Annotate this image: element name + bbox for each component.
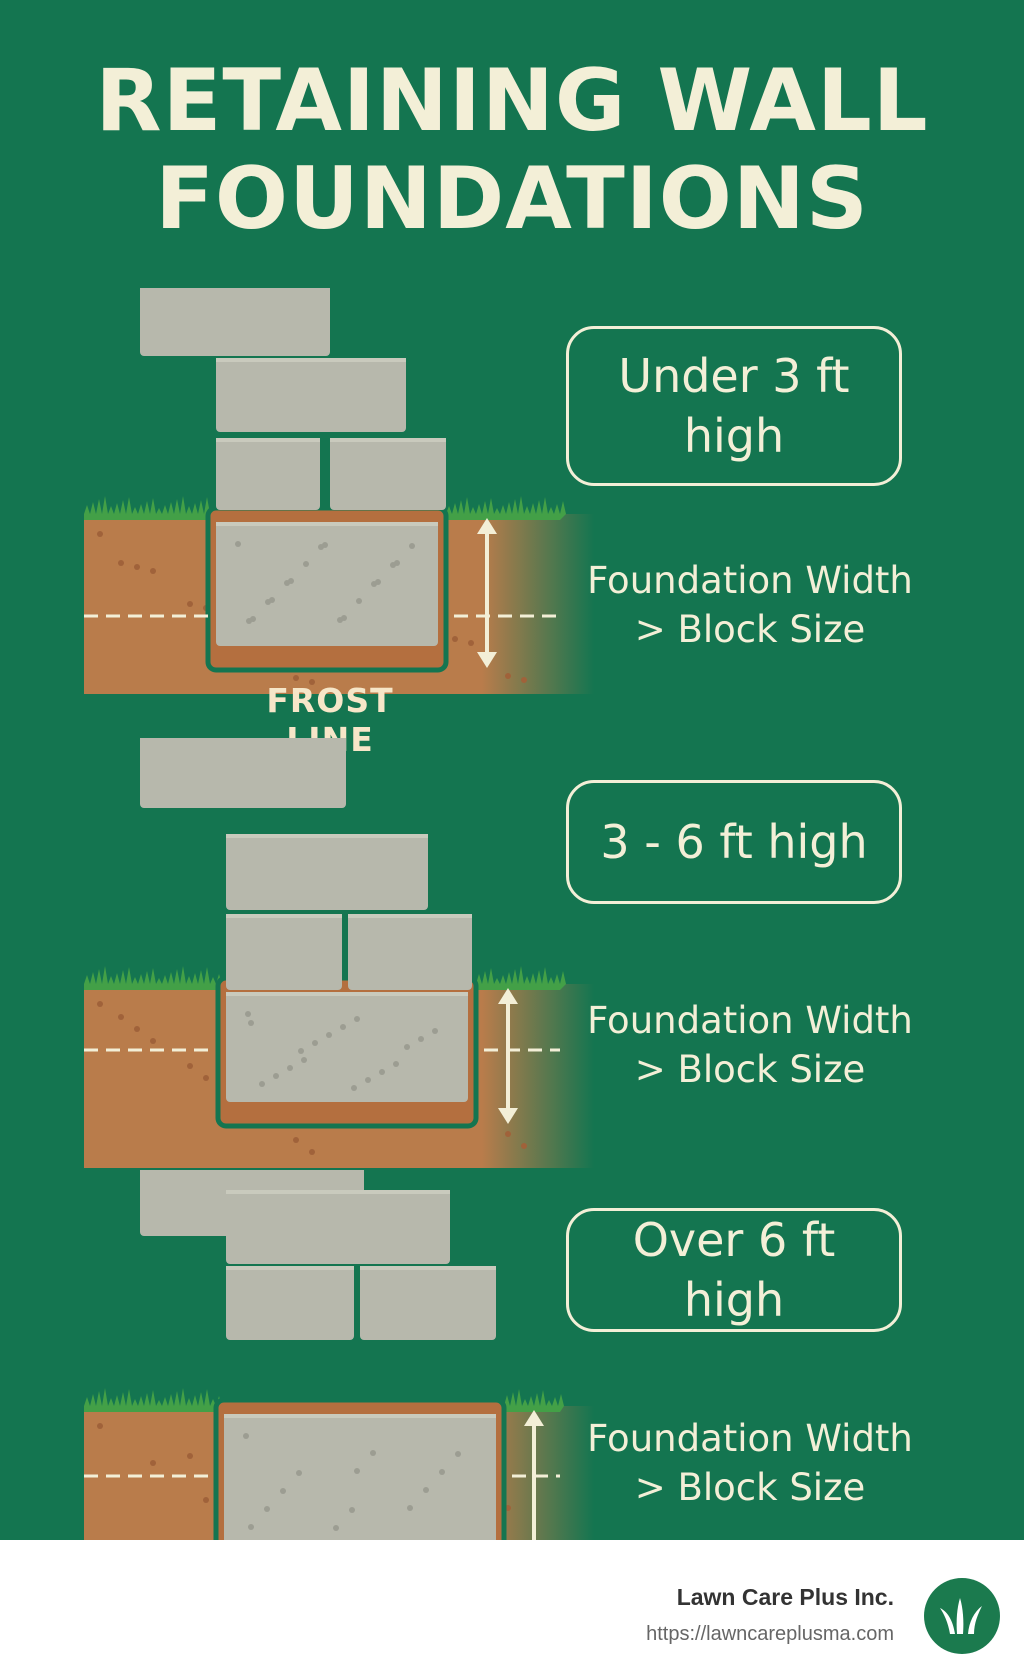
section-over-6ft: Over 6 ft high Foundation Width > Block …: [0, 1170, 1024, 1540]
foundation-width-note-line-2: > Block Size: [634, 608, 866, 651]
wall-cross-section-diagram: [84, 738, 594, 1168]
height-arrow-icon: [477, 518, 497, 668]
wall-block: [226, 1190, 450, 1264]
foundation-block: [226, 992, 468, 1102]
wall-cross-section-diagram: [84, 1170, 594, 1540]
grass-strip: [476, 966, 566, 990]
wall-block: [330, 438, 446, 510]
section-under-3ft: Under 3 ft high Foundation Width > Block…: [0, 288, 1024, 759]
height-arrow-icon: [498, 988, 518, 1124]
wall-cross-section-diagram: [84, 288, 594, 694]
wall-block: [226, 1266, 354, 1340]
title-line-1: RETAINING WALL: [95, 51, 929, 151]
foundation-width-note-line-1: Foundation Width: [587, 1417, 913, 1460]
company-name: Lawn Care Plus Inc.: [676, 1584, 894, 1610]
section-3-to-6ft: 3 - 6 ft high Foundation Width > Block S…: [0, 738, 1024, 1168]
infographic-panel: RETAINING WALL FOUNDATIONS Under 3 ft hi…: [0, 0, 1024, 1540]
wall-block: [140, 738, 346, 808]
company-url-link[interactable]: https://lawncareplusma.com: [646, 1623, 894, 1645]
foundation-width-note-line-1: Foundation Width: [587, 999, 913, 1042]
wall-block: [216, 358, 406, 432]
wall-block: [226, 834, 428, 910]
wall-block: [360, 1266, 496, 1340]
foundation-block: [216, 522, 438, 646]
foundation-width-note-line-1: Foundation Width: [587, 559, 913, 602]
wall-block: [216, 438, 320, 510]
title-line-2: FOUNDATIONS: [155, 149, 869, 249]
grass-strip: [84, 496, 210, 520]
grass-logo-icon: [924, 1578, 1000, 1654]
height-range-badge: Under 3 ft high: [566, 326, 902, 486]
wall-block: [348, 914, 472, 990]
height-range-badge: 3 - 6 ft high: [566, 780, 902, 904]
foundation-width-note-line-2: > Block Size: [634, 1466, 866, 1509]
foundation-width-note-line-2: > Block Size: [634, 1048, 866, 1091]
height-range-label: Under 3 ft high: [618, 349, 850, 463]
grass-strip: [84, 966, 222, 990]
footer: Lawn Care Plus Inc. https://lawncareplus…: [0, 1540, 1024, 1666]
height-arrow-icon: [524, 1410, 544, 1540]
foundation-width-note: Foundation Width > Block Size: [570, 996, 930, 1094]
height-range-label: 3 - 6 ft high: [600, 815, 868, 869]
foundation-block: [224, 1414, 496, 1540]
wall-block: [140, 288, 330, 356]
height-range-badge: Over 6 ft high: [566, 1208, 902, 1332]
wall-block: [226, 914, 342, 990]
grass-strip: [84, 1388, 222, 1412]
grass-strip: [446, 496, 566, 520]
page-title: RETAINING WALL FOUNDATIONS: [0, 52, 1024, 248]
foundation-width-note: Foundation Width > Block Size: [570, 556, 930, 654]
foundation-width-note: Foundation Width > Block Size: [570, 1414, 930, 1512]
height-range-label: Over 6 ft high: [632, 1213, 836, 1327]
grass-strip: [504, 1389, 564, 1412]
